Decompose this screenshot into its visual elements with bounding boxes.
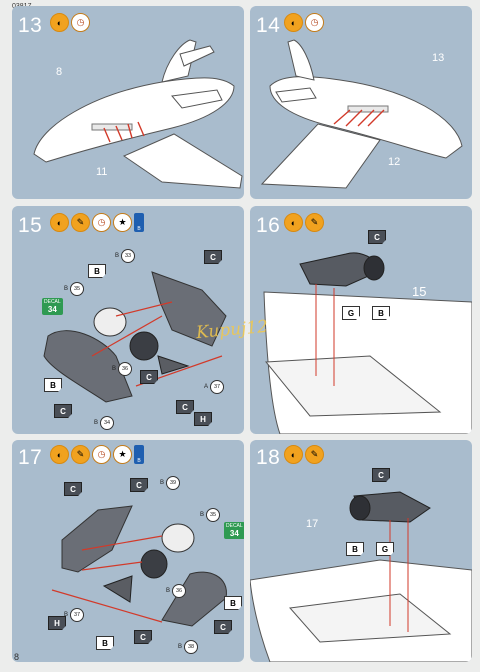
step-icons: ◐ ✎ [284,445,324,464]
tag-c: C [176,400,194,414]
tube-icon: ◐ [50,13,69,32]
tag-c: C [372,468,390,482]
tube-icon: ◐ [284,445,303,464]
step-number: 14 [256,14,281,37]
tag-h: H [48,616,66,630]
airplane-illustration [33,39,243,189]
tag-g: G [342,306,360,320]
tag-c: C [54,404,72,418]
step-icons: ◐ ◷ [50,13,90,32]
wing-engine-illustration [250,491,472,662]
clock-icon: ◷ [92,213,111,232]
paint-bottle-icon: B [134,445,144,464]
tube-icon: ◐ [50,445,69,464]
tag-b: B [88,264,106,278]
brush-icon: ✎ [71,445,90,464]
brush-icon: ✎ [305,213,324,232]
paint-icon: ★ [113,213,132,232]
part-label-8: 8 [56,66,63,78]
part-label-15: 15 [412,284,427,299]
paint-icon: ★ [113,445,132,464]
tag-c: C [130,478,148,492]
tag-b: B [224,596,242,610]
step-number: 13 [18,14,43,37]
tag-c: C [140,370,158,384]
clock-icon: ◷ [305,13,324,32]
step-icons: ◐ ✎ ◷ ★ B [50,213,144,232]
step-number: 18 [256,446,281,469]
clock-icon: ◷ [92,445,111,464]
tag-g: G [376,542,394,556]
step-number: 17 [18,446,43,469]
tube-icon: ◐ [50,213,69,232]
part-label-17: 17 [306,518,319,530]
tag-c: C [134,630,152,644]
engine-assembly-illustration [43,271,227,403]
tag-b: B [44,378,62,392]
engine-assembly-illustration [51,505,227,627]
tube-icon: ◐ [284,213,303,232]
step-14-panel: 14 ◐ ◷ 13 12 [250,6,472,199]
airplane-illustration [260,39,463,189]
tag-c: C [204,250,222,264]
step-13-panel: 13 ◐ ◷ 8 11 [12,6,244,199]
tag-h: H [194,412,212,426]
tag-c: C [214,620,232,634]
part-label-12: 12 [388,156,401,168]
brush-icon: ✎ [305,445,324,464]
step-icons: ◐ ◷ [284,13,324,32]
brush-icon: ✎ [71,213,90,232]
step-18-panel: 18 ◐ ✎ C B G 17 [250,440,472,662]
clock-icon: ◷ [71,13,90,32]
step-number: 16 [256,214,281,237]
page-number: 8 [14,652,20,662]
step-icons: ◐ ✎ [284,213,324,232]
wing-engine-illustration [263,252,472,434]
part-label-11: 11 [96,166,108,178]
step-16-panel: 16 ◐ ✎ C G B 15 [250,206,472,434]
tag-b: B [346,542,364,556]
paint-bottle-icon: B [134,213,144,232]
tube-icon: ◐ [284,13,303,32]
tag-b: B [372,306,390,320]
tag-c: C [64,482,82,496]
part-label-13: 13 [432,52,445,64]
step-icons: ◐ ✎ ◷ ★ B [50,445,144,464]
tag-c: C [368,230,386,244]
step-number: 15 [18,214,43,237]
tag-b: B [96,636,114,650]
